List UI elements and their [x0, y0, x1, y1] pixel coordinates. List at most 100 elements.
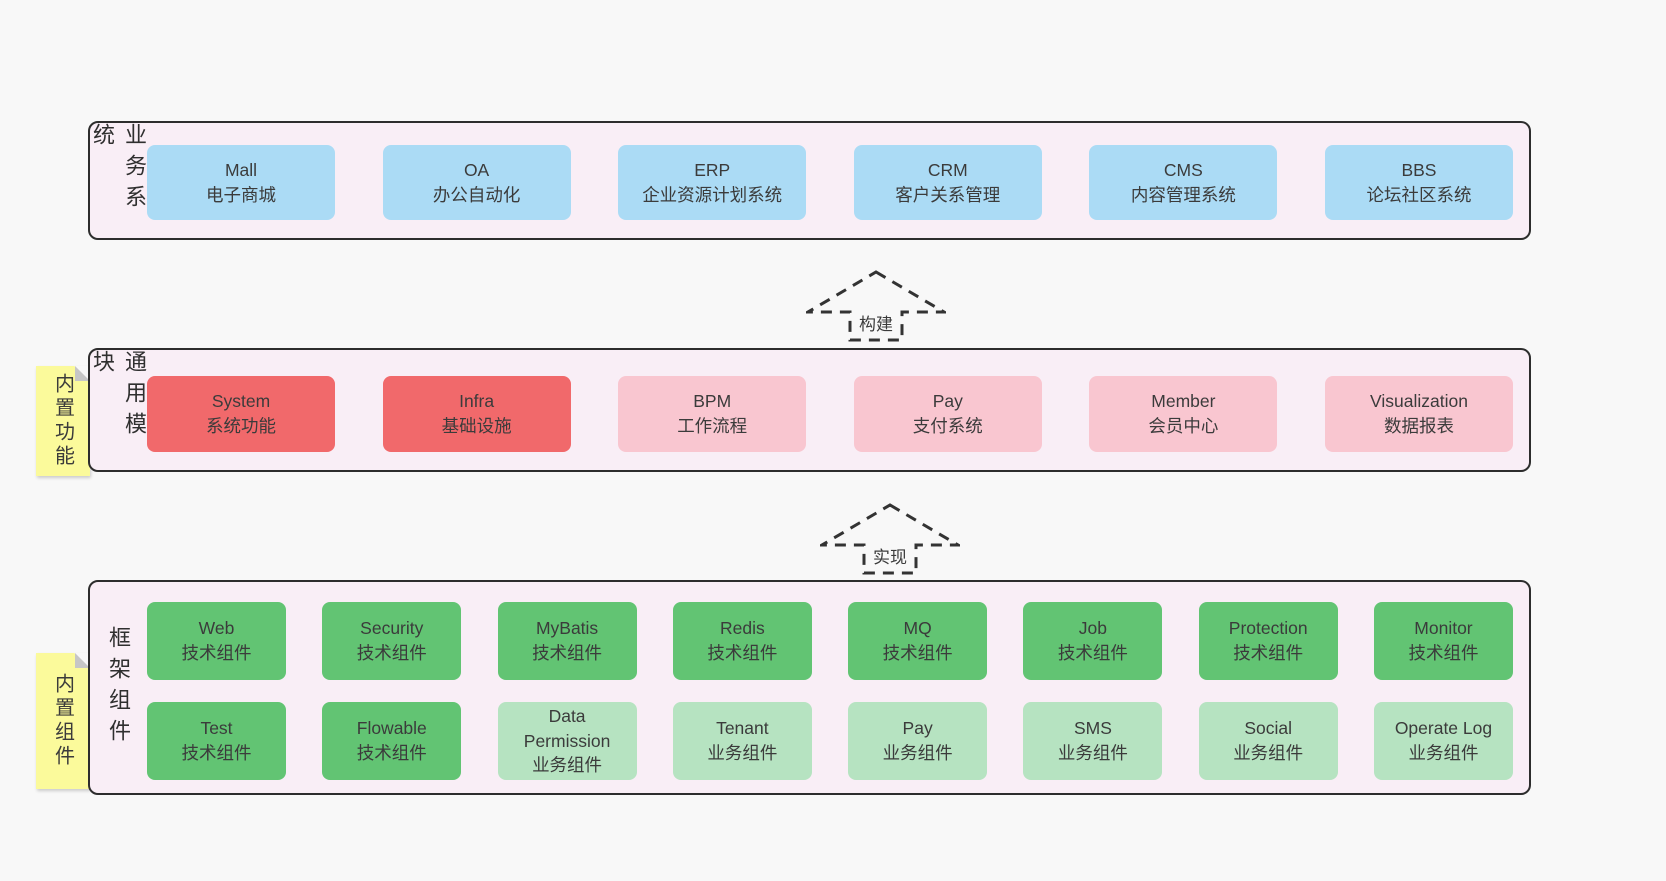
panel-framework-components: 框架组件 Web 技术组件 Security 技术组件 MyBatis 技术组件…	[88, 580, 1531, 795]
box-zh-label: 技术组件	[707, 643, 778, 663]
box-member: Member 会员中心	[1089, 376, 1278, 452]
box-en-label: Tenant	[716, 718, 769, 739]
box-en-label: BBS	[1401, 159, 1437, 180]
box-zh-label: 客户关系管理	[895, 184, 1001, 205]
box-pay-component: Pay 业务组件	[848, 702, 988, 780]
box-zh-label: 技术组件	[1057, 643, 1128, 663]
box-en-label: MyBatis	[535, 618, 599, 639]
framework-box-row-2: Test 技术组件 Flowable 技术组件 Data Permission …	[147, 702, 1513, 780]
box-en-label: Flowable	[356, 718, 427, 739]
box-zh-label: 业务组件	[882, 743, 953, 763]
box-en-label: Test	[200, 718, 233, 739]
box-visualization: Visualization 数据报表	[1324, 376, 1513, 452]
box-sms: SMS 业务组件	[1023, 702, 1163, 780]
box-mybatis: MyBatis 技术组件	[497, 602, 637, 680]
box-en-label: Redis	[719, 618, 765, 639]
box-flowable: Flowable 技术组件	[322, 702, 462, 780]
box-operate-log: Operate Log 业务组件	[1373, 702, 1513, 780]
box-en-label: Web	[198, 618, 235, 639]
box-data-permission: Data Permission 业务组件	[497, 702, 637, 780]
box-en-label: CRM	[927, 159, 968, 180]
box-en-label: BPM	[693, 391, 732, 412]
box-cms: CMS 内容管理系统	[1089, 145, 1278, 220]
box-zh-label: 技术组件	[882, 643, 953, 663]
box-monitor: Monitor 技术组件	[1373, 602, 1513, 680]
box-zh-label: 技术组件	[181, 743, 252, 763]
business-box-row: Mall 电子商城 OA 办公自动化 ERP 企业资源计划系统 CRM 客户关系…	[147, 145, 1513, 220]
sticky-label: 内置功能	[51, 373, 74, 469]
box-zh-label: 业务组件	[707, 743, 778, 763]
box-en-label: Visualization	[1370, 391, 1468, 412]
box-en-label: Data Permission	[523, 705, 611, 751]
box-zh-label: 技术组件	[356, 743, 427, 763]
box-en-label: OA	[463, 159, 490, 180]
box-en-label: Operate Log	[1394, 718, 1493, 739]
box-zh-label: 系统功能	[206, 416, 276, 436]
box-zh-label: 电子商城	[206, 184, 276, 205]
box-mq: MQ 技术组件	[848, 602, 988, 680]
box-zh-label: 支付系统	[912, 416, 983, 436]
box-erp: ERP 企业资源计划系统	[618, 145, 807, 220]
box-zh-label: 企业资源计划系统	[642, 184, 783, 205]
panel-side-label: 通用模块	[90, 350, 147, 443]
box-en-label: CMS	[1163, 159, 1203, 180]
box-zh-label: 论坛社区系统	[1366, 184, 1472, 205]
dashed-up-arrow-icon	[820, 503, 960, 575]
box-infra: Infra 基础设施	[382, 376, 571, 452]
up-arrow-implement: 实现	[820, 503, 960, 575]
box-en-label: Job	[1078, 618, 1108, 639]
box-bbs: BBS 论坛社区系统	[1324, 145, 1513, 220]
box-zh-label: 内容管理系统	[1130, 184, 1236, 205]
box-en-label: Security	[360, 618, 424, 639]
panel-common-modules: 通用模块 System 系统功能 Infra 基础设施 BPM 工作流程 Pay…	[88, 348, 1531, 472]
box-zh-label: 技术组件	[356, 643, 427, 663]
box-en-label: ERP	[694, 159, 731, 180]
box-en-label: Monitor	[1414, 618, 1473, 639]
up-arrow-build: 构建	[806, 270, 946, 342]
box-system: System 系统功能	[147, 376, 335, 452]
framework-box-row-1: Web 技术组件 Security 技术组件 MyBatis 技术组件 Redi…	[147, 602, 1513, 680]
box-zh-label: 基础设施	[441, 416, 512, 436]
box-crm: CRM 客户关系管理	[853, 145, 1042, 220]
box-zh-label: 技术组件	[181, 643, 252, 663]
box-en-label: Mall	[224, 159, 258, 180]
box-zh-label: 业务组件	[1233, 743, 1304, 763]
box-zh-label: 工作流程	[677, 416, 748, 436]
box-tenant: Tenant 业务组件	[672, 702, 812, 780]
box-zh-label: 数据报表	[1383, 416, 1454, 436]
box-en-label: Pay	[902, 718, 933, 739]
box-zh-label: 会员中心	[1148, 416, 1219, 436]
panel-side-label: 框架组件	[106, 625, 131, 750]
box-zh-label: 业务组件	[1057, 743, 1128, 763]
box-en-label: SMS	[1073, 718, 1112, 739]
box-en-label: MQ	[903, 618, 932, 639]
box-zh-label: 技术组件	[1233, 643, 1304, 663]
box-en-label: System	[211, 391, 271, 412]
modules-box-row: System 系统功能 Infra 基础设施 BPM 工作流程 Pay 支付系统…	[147, 376, 1513, 452]
box-bpm: BPM 工作流程	[618, 376, 807, 452]
box-en-label: Member	[1151, 391, 1216, 412]
arrow-label: 构建	[856, 310, 896, 335]
box-web: Web 技术组件	[147, 602, 286, 680]
box-en-label: Social	[1244, 718, 1293, 739]
panel-business-systems: 业务系统 Mall 电子商城 OA 办公自动化 ERP 企业资源计划系统 CRM…	[88, 121, 1531, 240]
box-mall: Mall 电子商城	[147, 145, 335, 220]
box-security: Security 技术组件	[322, 602, 462, 680]
box-redis: Redis 技术组件	[672, 602, 812, 680]
box-en-label: Infra	[459, 391, 495, 412]
dashed-up-arrow-icon	[806, 270, 946, 342]
box-en-label: Pay	[932, 391, 963, 412]
arrow-label: 实现	[870, 543, 910, 568]
box-social: Social 业务组件	[1198, 702, 1338, 780]
box-oa: OA 办公自动化	[382, 145, 571, 220]
panel-side-label: 业务系统	[90, 123, 147, 216]
box-zh-label: 技术组件	[1408, 643, 1479, 663]
sticky-built-in-features: 内置功能	[36, 366, 90, 476]
box-zh-label: 办公自动化	[432, 184, 521, 205]
box-protection: Protection 技术组件	[1198, 602, 1338, 680]
box-zh-label: 技术组件	[532, 643, 603, 663]
box-test: Test 技术组件	[147, 702, 286, 780]
box-zh-label: 业务组件	[1408, 743, 1479, 763]
box-en-label: Protection	[1228, 618, 1308, 639]
